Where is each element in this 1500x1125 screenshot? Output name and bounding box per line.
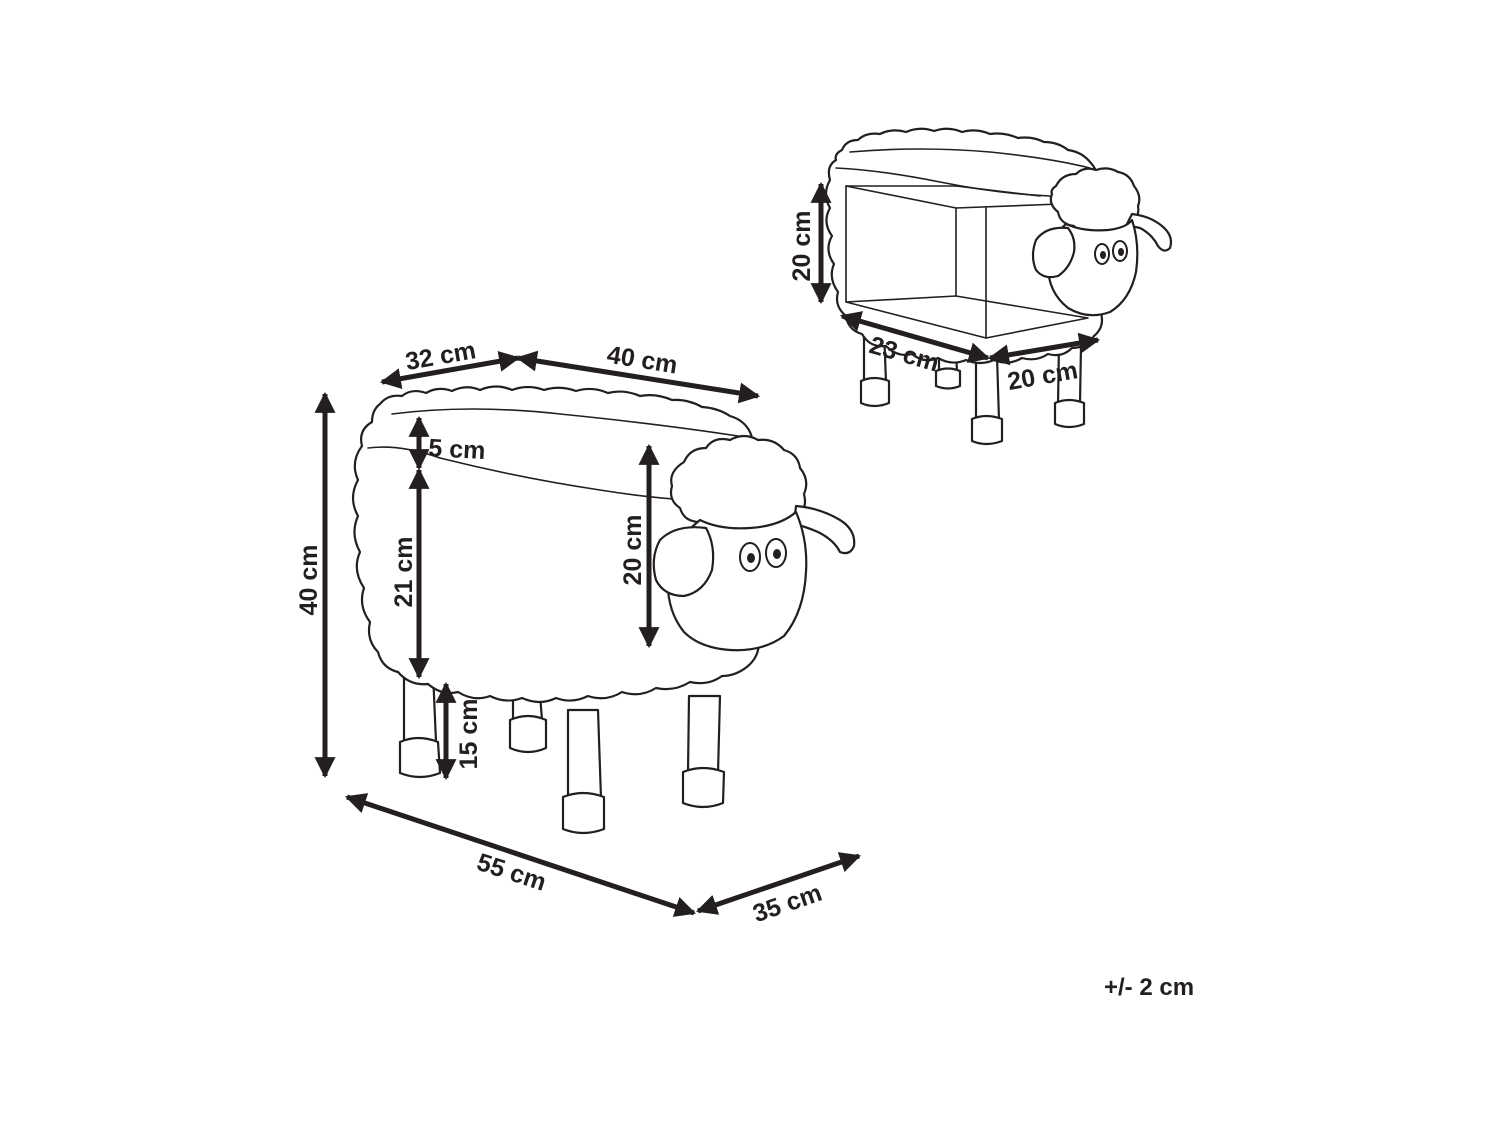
label-total-width: 35 cm bbox=[749, 879, 825, 929]
dim-line-storage-length bbox=[839, 311, 991, 363]
label-total-length: 55 cm bbox=[473, 848, 549, 897]
dim-line-total-width bbox=[696, 852, 861, 915]
label-leg-height: 15 cm bbox=[455, 699, 483, 770]
storage-dimension-lines bbox=[810, 181, 1101, 366]
main-dimension-lines bbox=[314, 350, 861, 917]
tolerance-note: +/- 2 cm bbox=[1104, 974, 1194, 1001]
label-storage-height: 20 cm bbox=[788, 211, 816, 282]
front-leg-left bbox=[561, 708, 606, 835]
label-top-depth: 32 cm bbox=[403, 336, 478, 376]
small-lid-top-edge bbox=[849, 148, 1091, 169]
dim-line-storage-width bbox=[987, 332, 1101, 366]
small-front-leg-left bbox=[970, 354, 1004, 446]
dim-line-top-length bbox=[515, 350, 761, 404]
small-sheep-eyes bbox=[1094, 240, 1128, 265]
back-leg-left bbox=[398, 670, 442, 779]
sheep-eyes bbox=[739, 538, 787, 572]
label-total-height: 40 cm bbox=[295, 545, 323, 616]
small-sheep-ear-left bbox=[1031, 226, 1076, 279]
dim-line-total-length bbox=[345, 793, 696, 917]
sheep-ear-right bbox=[792, 504, 856, 555]
label-head-height: 20 cm bbox=[619, 515, 647, 586]
front-leg-right bbox=[681, 694, 726, 809]
lid-top-edge bbox=[391, 408, 739, 437]
dim-line-top-depth bbox=[379, 350, 521, 390]
sheep-ear-left bbox=[652, 526, 715, 598]
small-sheep-head-wool bbox=[1049, 167, 1141, 235]
label-lid-height: 5 cm bbox=[428, 434, 486, 465]
small-sheep-ear-right bbox=[1124, 212, 1173, 252]
storage-sheep-drawing bbox=[824, 127, 1173, 446]
label-body-height: 21 cm bbox=[390, 537, 418, 608]
